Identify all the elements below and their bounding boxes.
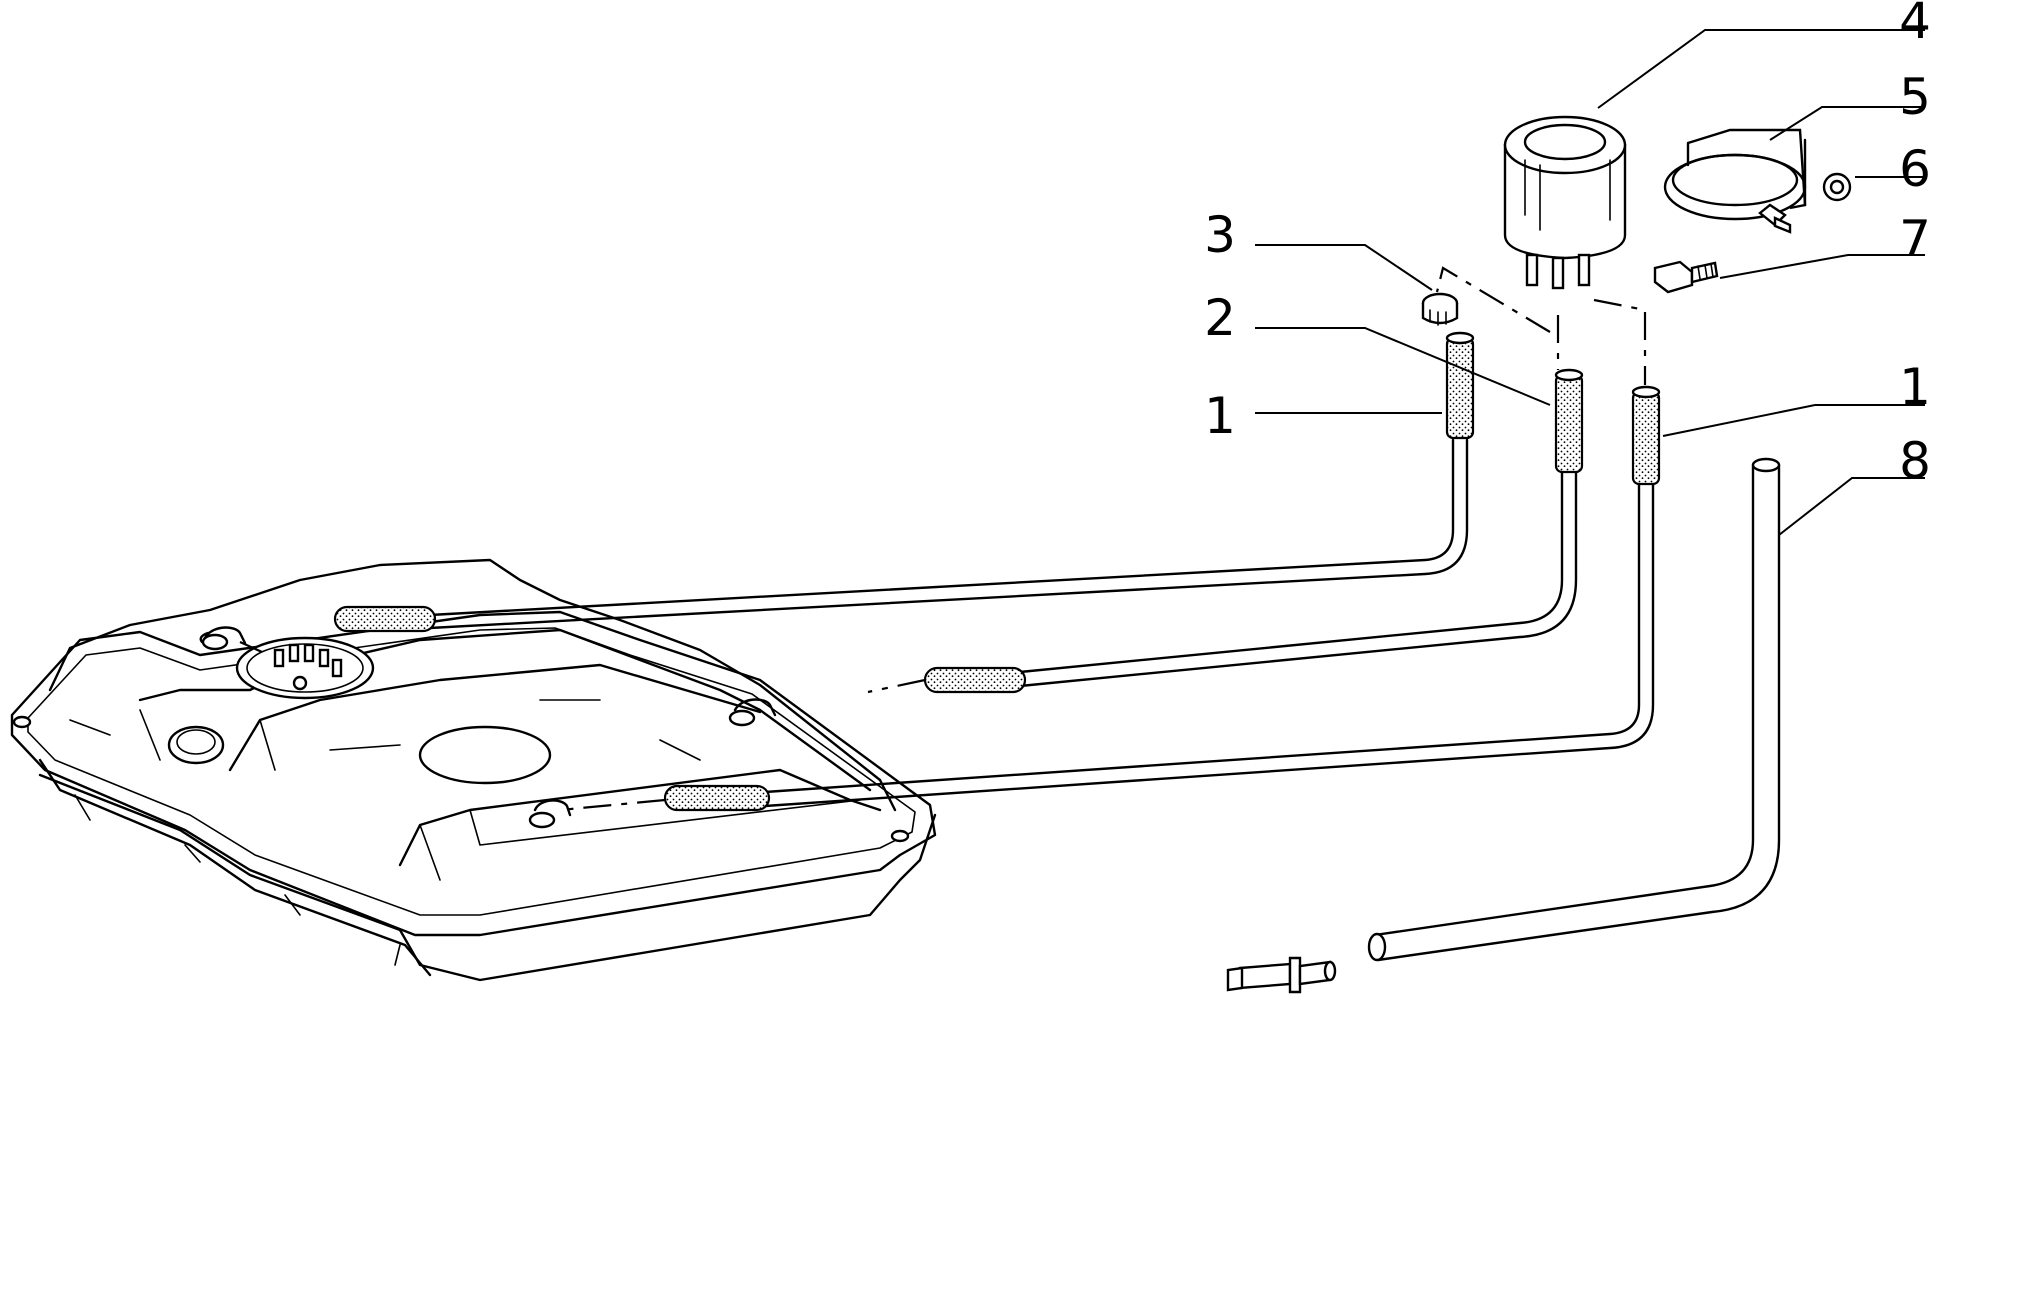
fuel-pipe-1-right — [663, 385, 1661, 812]
hose-clamp-3 — [1421, 292, 1459, 326]
fuel-tank — [10, 558, 937, 982]
callout-7: 7 — [1899, 210, 1931, 268]
leader-lines — [1255, 29, 1925, 536]
callout-5: 5 — [1899, 68, 1931, 126]
check-valve — [1226, 956, 1337, 994]
callout-4: 4 — [1899, 0, 1931, 50]
fuel-pipe-2-middle — [923, 368, 1584, 694]
fuel-filter — [1503, 115, 1627, 290]
callout-8: 8 — [1899, 432, 1931, 490]
nut-6 — [1822, 172, 1852, 202]
filter-bracket-5 — [1663, 128, 1807, 234]
vent-pipe-8 — [1367, 457, 1781, 962]
callout-1-left: 1 — [1204, 387, 1236, 445]
callout-labels: 1 1 2 3 4 5 6 7 8 — [1204, 0, 1931, 490]
callout-2: 2 — [1204, 289, 1236, 347]
fuel-pipe-1-left — [333, 331, 1475, 633]
bolt-7 — [1653, 260, 1719, 294]
callout-1-right: 1 — [1899, 358, 1931, 416]
connection-dashes — [239, 266, 1647, 812]
callout-6: 6 — [1899, 140, 1931, 198]
callout-3: 3 — [1204, 206, 1236, 264]
sender-unit-terminals — [273, 643, 343, 691]
